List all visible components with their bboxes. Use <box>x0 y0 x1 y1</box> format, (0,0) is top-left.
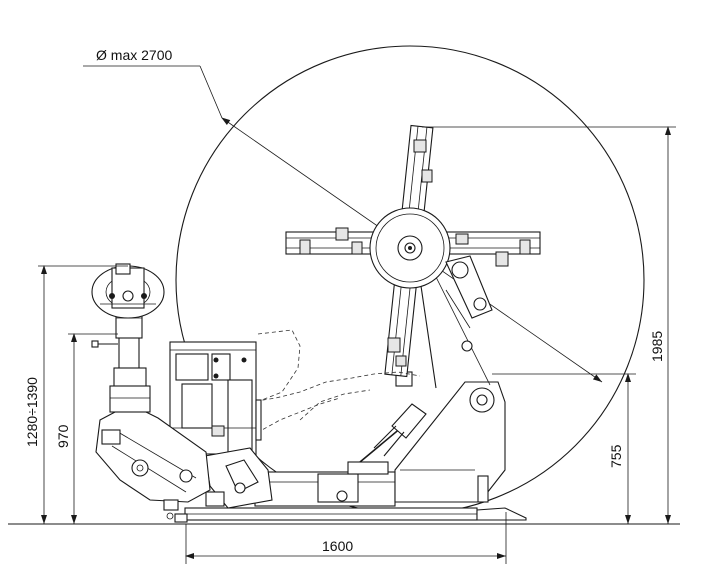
small-reel-head <box>91 263 165 319</box>
base-width-label: 1600 <box>322 538 353 554</box>
tilting-head-arm <box>95 403 211 520</box>
pivot-column <box>394 381 506 503</box>
phantom-outline-center <box>229 371 421 403</box>
dimension-base-width: 1600 <box>185 512 507 564</box>
diameter-label: Ø max 2700 <box>96 47 172 63</box>
hydraulic-cylinder <box>359 403 427 463</box>
guide-arm <box>445 255 493 329</box>
dimension-head-height: 1280÷1390 <box>24 265 128 524</box>
head-height-label: 1280÷1390 <box>24 377 40 447</box>
phantom-outline-right <box>299 389 371 421</box>
main-frame <box>254 461 396 507</box>
pivot-height-label: 755 <box>608 444 624 468</box>
dimension-pivot-height: 755 <box>492 373 636 524</box>
reel-hub-assembly <box>285 124 541 378</box>
overall-height-label: 1985 <box>649 331 665 362</box>
head-column <box>91 305 151 413</box>
dimension-arm-height: 970 <box>55 333 118 524</box>
diameter-leader: Ø max 2700 <box>83 47 603 383</box>
lower-linkage <box>204 447 273 509</box>
dimension-overall-height: 1985 <box>422 126 676 524</box>
arm-height-label: 970 <box>55 424 71 448</box>
base-platform <box>174 507 527 523</box>
